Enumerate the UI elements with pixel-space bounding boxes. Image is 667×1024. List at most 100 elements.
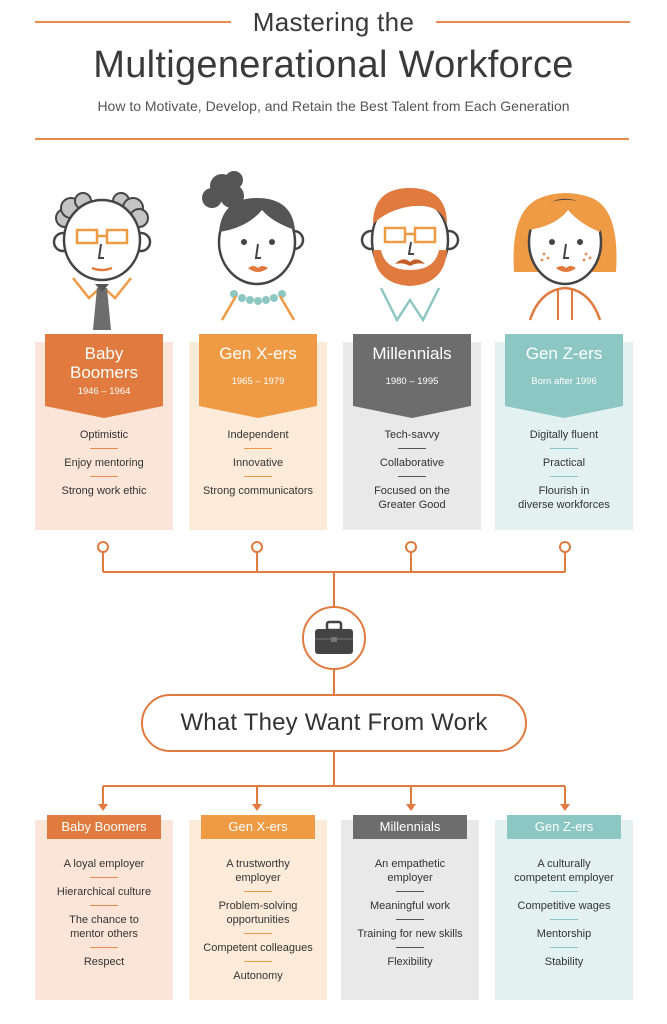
trait-text: Independent bbox=[227, 429, 289, 441]
trait-item: Flourish in diverse workforces bbox=[495, 484, 633, 512]
want-item: Autonomy bbox=[189, 969, 327, 983]
trait-separator bbox=[244, 448, 272, 449]
trait-item: Enjoy mentoring bbox=[35, 456, 173, 470]
header-rule-bottom bbox=[35, 138, 629, 140]
want-separator bbox=[244, 961, 272, 962]
want-item: Respect bbox=[35, 955, 173, 969]
want-text: Stability bbox=[544, 956, 584, 968]
want-item: Hierarchical culture bbox=[35, 885, 173, 899]
trait-text: diverse workforces bbox=[518, 499, 610, 511]
want-text: Autonomy bbox=[233, 970, 283, 982]
subtitle: How to Motivate, Develop, and Retain the… bbox=[97, 98, 570, 114]
what-they-want-label: What They Want From Work bbox=[141, 694, 527, 752]
want-separator bbox=[244, 933, 272, 934]
want-card-header: Baby Boomers bbox=[47, 815, 161, 839]
trait-separator bbox=[90, 448, 118, 449]
want-item: Competent colleagues bbox=[189, 941, 327, 955]
want-text: mentor others bbox=[70, 928, 138, 940]
trait-separator bbox=[398, 476, 426, 477]
generation-name: Gen X-ers bbox=[219, 344, 297, 363]
want-item: Meaningful work bbox=[341, 899, 479, 913]
trait-text: Strong communicators bbox=[202, 485, 314, 497]
want-text: Competent colleagues bbox=[203, 942, 313, 954]
want-text: A trustworthy bbox=[226, 858, 290, 870]
want-item: A culturally competent employer bbox=[495, 857, 633, 885]
want-card-header: Gen X-ers bbox=[201, 815, 315, 839]
want-separator bbox=[90, 905, 118, 906]
header-rule-right bbox=[436, 21, 630, 23]
want-separator bbox=[550, 947, 578, 948]
trait-item: Digitally fluent bbox=[495, 428, 633, 442]
want-separator bbox=[396, 919, 424, 920]
trait-separator bbox=[90, 476, 118, 477]
trait-text: Practical bbox=[542, 457, 586, 469]
want-separator bbox=[90, 877, 118, 878]
want-separator bbox=[396, 947, 424, 948]
want-item: Training for new skills bbox=[341, 927, 479, 941]
want-text: The chance to bbox=[69, 914, 139, 926]
trait-text: Collaborative bbox=[379, 457, 445, 469]
generation-years: Born after 1996 bbox=[531, 376, 597, 387]
trait-item: Practical bbox=[495, 456, 633, 470]
trait-separator bbox=[398, 448, 426, 449]
generation-name: Gen Z-ers bbox=[525, 344, 603, 363]
generation-ribbon bbox=[353, 334, 471, 418]
gen-z-avatar-icon bbox=[513, 193, 617, 321]
want-item: Flexibility bbox=[341, 955, 479, 969]
want-text: opportunities bbox=[226, 914, 290, 926]
want-item: Problem-solving opportunities bbox=[189, 899, 327, 927]
want-text: employer bbox=[387, 872, 433, 884]
want-separator bbox=[244, 891, 272, 892]
trait-item: Strong communicators bbox=[189, 484, 327, 498]
want-separator bbox=[550, 919, 578, 920]
trait-text: Strong work ethic bbox=[61, 485, 147, 497]
title-line-2: Multigenerational Workforce bbox=[93, 44, 574, 86]
want-text: Training for new skills bbox=[357, 928, 463, 940]
generation-years: 1946 – 1964 bbox=[77, 386, 131, 397]
generation-years: 1965 – 1979 bbox=[231, 376, 285, 387]
trait-item: Strong work ethic bbox=[35, 484, 173, 498]
want-item: A loyal employer bbox=[35, 857, 173, 871]
trait-text: Innovative bbox=[232, 457, 284, 469]
trait-text: Focused on the bbox=[374, 485, 450, 497]
trait-item: Innovative bbox=[189, 456, 327, 470]
generation-ribbon bbox=[45, 334, 163, 418]
gen-x-avatar-icon bbox=[202, 171, 305, 321]
trait-item: Independent bbox=[189, 428, 327, 442]
baby-boomer-avatar-icon bbox=[52, 192, 152, 330]
want-card-header: Gen Z-ers bbox=[507, 815, 621, 839]
want-text: Problem-solving bbox=[218, 900, 298, 912]
want-text: A culturally bbox=[537, 858, 591, 870]
want-text: Mentorship bbox=[536, 928, 592, 940]
want-text: Hierarchical culture bbox=[56, 886, 152, 898]
want-card-header: Millennials bbox=[353, 815, 467, 839]
want-text: employer bbox=[235, 872, 281, 884]
want-text: Respect bbox=[83, 956, 125, 968]
want-text: A loyal employer bbox=[63, 858, 145, 870]
trait-text: Flourish in bbox=[538, 485, 590, 497]
trait-separator bbox=[244, 476, 272, 477]
want-text: competent employer bbox=[514, 872, 614, 884]
trait-text: Optimistic bbox=[79, 429, 129, 441]
trait-separator bbox=[550, 448, 578, 449]
trait-text: Digitally fluent bbox=[529, 429, 599, 441]
header-rule-left bbox=[35, 21, 231, 23]
generation-name: Millennials bbox=[372, 344, 452, 363]
briefcase-circle bbox=[302, 606, 366, 670]
trait-item: Optimistic bbox=[35, 428, 173, 442]
millennial-avatar-icon bbox=[360, 188, 460, 323]
